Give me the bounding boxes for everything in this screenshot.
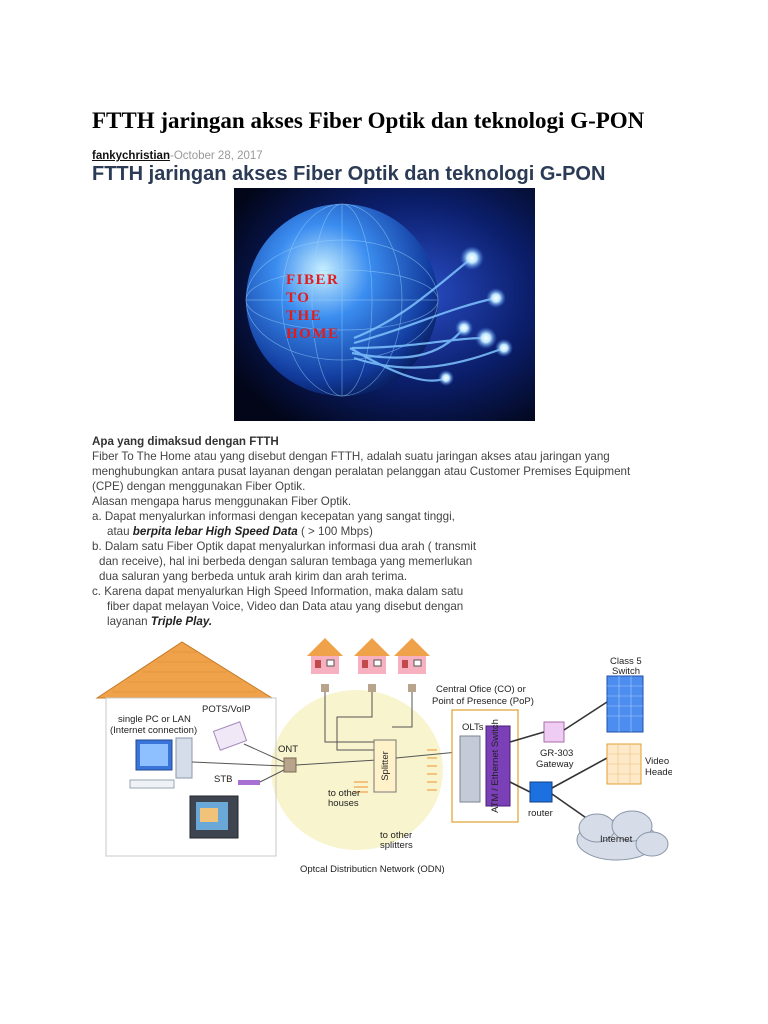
pc-label: (Internet connection) xyxy=(110,725,197,736)
hero-text-line: TO xyxy=(286,290,310,306)
olts-label: OLTs xyxy=(462,722,484,733)
router-label: router xyxy=(528,808,553,819)
emphasis-text: Triple Play. xyxy=(150,615,213,628)
emphasis-text: berpita lebar High Speed Data xyxy=(132,525,298,538)
pots-label: POTS/VoIP xyxy=(202,704,251,715)
splitter-box xyxy=(373,739,397,793)
pc-icon xyxy=(129,737,193,789)
other-houses-label: houses xyxy=(328,798,359,809)
gateway-label: GR-303 xyxy=(540,748,573,759)
video-headend-label: Headend xyxy=(645,767,672,778)
fiber-to-the-home-image: FIBER TO THE HOME xyxy=(234,188,535,421)
atm-label: ATM / Ethernet Switch xyxy=(490,719,501,813)
paragraph-line: Alasan mengapa harus menggunakan Fiber O… xyxy=(92,495,352,508)
article-body: Apa yang dimaksud dengan FTTH Fiber To T… xyxy=(92,434,692,629)
class5-switch-icon xyxy=(606,675,644,733)
stb-icon xyxy=(238,780,260,785)
subscriber-house xyxy=(95,641,277,857)
router-icon xyxy=(529,781,553,803)
gateway-label: Gateway xyxy=(536,759,574,770)
text-span: layanan xyxy=(107,615,151,628)
internet-label: Internet xyxy=(600,834,633,845)
ont-label: ONT xyxy=(278,744,298,755)
pc-label: single PC or LAN xyxy=(118,714,191,725)
list-item-b: b. Dalam satu Fiber Optik dapat menyalur… xyxy=(92,540,477,553)
co-label: Point of Presence (PoP) xyxy=(432,696,534,707)
other-houses-label: to other xyxy=(328,788,360,799)
paragraph-line: (CPE) dengan menggunakan Fiber Optik. xyxy=(92,480,306,493)
post-byline: fankychristian-October 28, 2017 xyxy=(92,150,263,162)
hero-text-line: HOME xyxy=(286,326,340,342)
post-date: October 28, 2017 xyxy=(173,150,263,162)
list-item-a-cont: atau berpita lebar High Speed Data ( > 1… xyxy=(92,524,692,539)
author-link[interactable]: fankychristian xyxy=(92,150,170,162)
stb-label: STB xyxy=(214,774,232,785)
other-splitters-label: splitters xyxy=(380,840,413,851)
ont-device xyxy=(283,757,297,773)
co-label: Central Ofice (CO) or xyxy=(436,684,526,695)
document-title: FTTH jaringan akses Fiber Optik dan tekn… xyxy=(92,108,645,133)
class5-label: Class 5 xyxy=(610,656,642,667)
text-span: ( > 100 Mbps) xyxy=(297,525,373,538)
paragraph-line: menghubungkan antara pusat layanan denga… xyxy=(92,465,631,478)
list-item-c-cont: fiber dapat melayan Voice, Video dan Dat… xyxy=(107,600,464,613)
phone-icon xyxy=(212,721,248,751)
video-headend-label: Video xyxy=(645,756,669,767)
list-item-c-cont: layanan Triple Play. xyxy=(92,614,692,629)
class5-label: Switch xyxy=(612,666,640,677)
post-title: FTTH jaringan akses Fiber Optik dan tekn… xyxy=(92,163,606,185)
byline-separator: - xyxy=(169,150,174,162)
odn-label: Optcal Distributicn Network (ODN) xyxy=(300,864,445,875)
hero-text-line: THE xyxy=(286,308,322,324)
internet-cloud-icon xyxy=(576,810,669,861)
text-span: atau xyxy=(107,525,133,538)
hero-text-line: FIBER xyxy=(286,272,339,288)
video-headend-icon xyxy=(606,743,642,785)
gr303-gateway xyxy=(543,721,565,743)
small-houses xyxy=(307,638,430,692)
list-item-c: c. Karena dapat menyalurkan High Speed I… xyxy=(92,585,464,598)
list-item-b-cont: dua saluran yang berbeda untuk arah kiri… xyxy=(99,570,408,583)
atm-switch xyxy=(485,725,511,807)
list-item-a: a. Dapat menyalurkan informasi dengan ke… xyxy=(92,510,455,523)
list-item-b-cont: dan receive), hal ini berbeda dengan sal… xyxy=(99,555,473,568)
odn-area xyxy=(271,690,443,850)
section-heading: Apa yang dimaksud dengan FTTH xyxy=(92,435,279,448)
paragraph-line: Fiber To The Home atau yang disebut deng… xyxy=(92,450,610,463)
splitter-label: Splitter xyxy=(380,751,391,781)
other-splitters-label: to other xyxy=(380,830,412,841)
olt-rack xyxy=(459,735,481,803)
ftth-network-diagram: Splitter ATM / Ethernet Switch xyxy=(95,638,672,875)
tv-icon xyxy=(189,795,239,839)
